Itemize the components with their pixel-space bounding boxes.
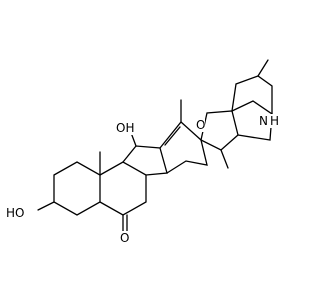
bond-skeleton	[37, 59, 273, 237]
ring-d	[159, 121, 208, 174]
ring-c	[122, 145, 168, 176]
double-bond-inner	[164, 126, 181, 146]
methyl-piperidine	[257, 59, 269, 77]
nitrogen-hydrogen-label: H	[270, 114, 279, 128]
ketone-oxygen-label: O	[120, 231, 129, 245]
oh-bond-lower	[37, 201, 55, 211]
ring-a	[53, 161, 101, 216]
molecule-structure: OH HO O O N H	[5, 59, 280, 245]
ring-oxygen-label: O	[196, 118, 205, 132]
ring-nitrogen-label: N	[259, 114, 268, 128]
ring-furan	[200, 110, 239, 151]
hydroxyl-lower-label: HO	[6, 206, 24, 220]
ring-b	[99, 161, 147, 216]
hydroxyl-upper-label: OH	[116, 121, 134, 135]
methyl-furan	[220, 149, 229, 169]
atom-labels: OH HO O O N H	[5, 114, 280, 245]
